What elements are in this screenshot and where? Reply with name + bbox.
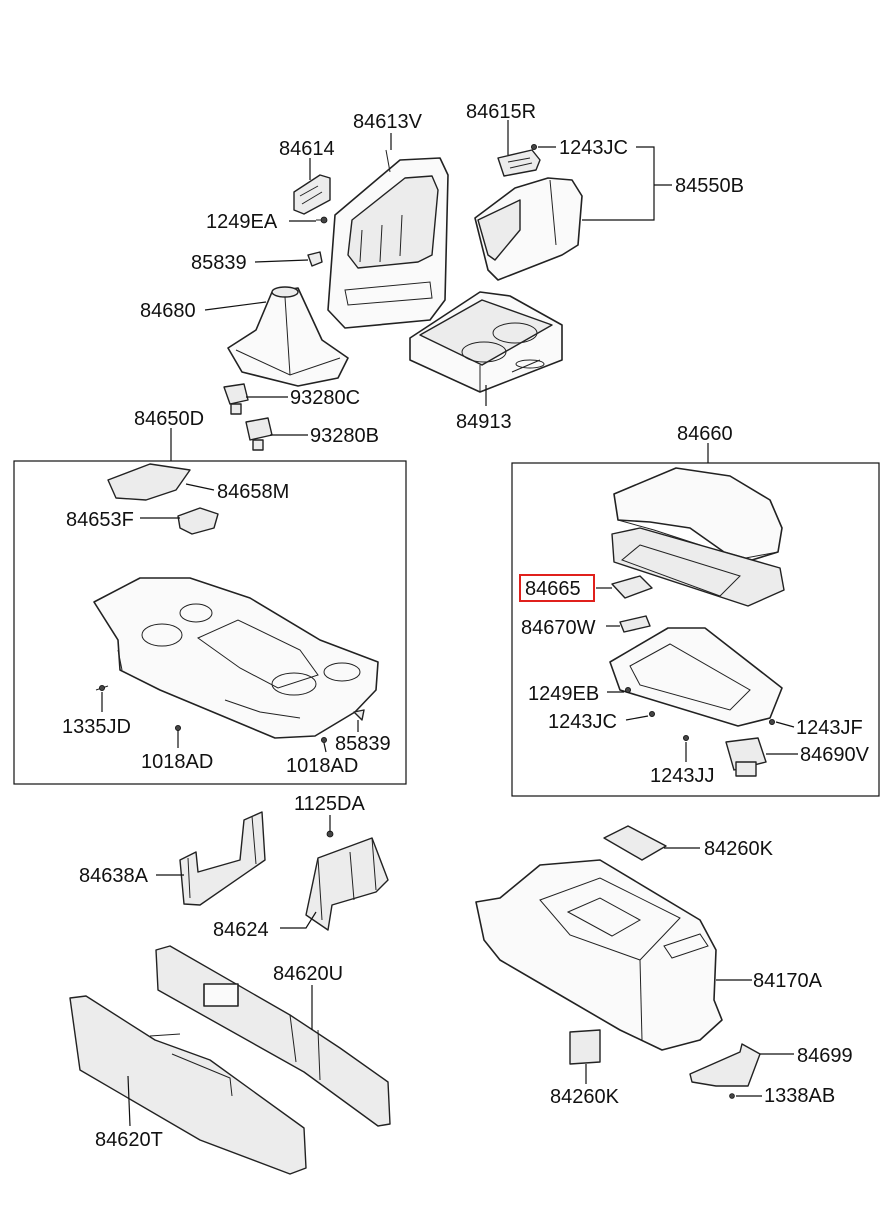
label-84699: 84699: [797, 1045, 853, 1067]
label-84913: 84913: [456, 411, 512, 433]
label-84550B: 84550B: [675, 175, 744, 197]
label-85839-mid: 85839: [335, 733, 391, 755]
screw-1249EB: [625, 687, 632, 694]
screw-1243JC-mid: [649, 711, 656, 718]
box-84650D: [13, 460, 407, 785]
label-1243JC-top: 1243JC: [559, 137, 628, 159]
bracket-84699: [689, 1043, 761, 1087]
label-84624: 84624: [213, 919, 269, 941]
label-1338AB: 1338AB: [764, 1085, 835, 1107]
clip-85839-mid: [353, 709, 365, 721]
screw-1249EA: [316, 216, 328, 224]
screw-1338AB: [729, 1093, 735, 1099]
highlight-box: [519, 574, 595, 602]
screw-1243JF: [769, 719, 776, 726]
console-84170A: [475, 859, 723, 1051]
switch-93280C: [223, 383, 249, 415]
shift-boot-84680: [227, 286, 349, 387]
label-84670W: 84670W: [521, 617, 596, 639]
label-93280B: 93280B: [310, 425, 379, 447]
label-84170A: 84170A: [753, 970, 823, 992]
label-85839-top: 85839: [191, 252, 247, 274]
leader-lines: [101, 120, 798, 1127]
screw-1335JD: [95, 685, 109, 692]
label-84653F: 84653F: [66, 509, 134, 531]
label-1018AD-a: 1018AD: [141, 751, 213, 773]
label-1249EB: 1249EB: [528, 683, 599, 705]
label-1243JF: 1243JF: [796, 717, 863, 739]
label-84260K-top: 84260K: [704, 838, 774, 860]
label-1018AD-b: 1018AD: [286, 755, 358, 777]
box-84660: [511, 462, 880, 797]
clip-85839-top: [307, 251, 323, 267]
label-84260K-top: [603, 825, 667, 861]
mat-84658M: [107, 463, 191, 501]
screw-1018AD-b: [320, 737, 327, 744]
plate-84665: [611, 575, 653, 599]
bracket-84624: [305, 837, 389, 931]
panel-84620U: [155, 945, 391, 1127]
label-84650D: 84650D: [134, 408, 204, 430]
label-1243JJ: 1243JJ: [650, 765, 715, 787]
label-84620U: 84620U: [273, 963, 343, 985]
bracket-84614: [293, 174, 331, 215]
armrest-base-plate: [611, 527, 785, 607]
label-1243JC-mid: 1243JC: [548, 711, 617, 733]
label-84615R: 84615R: [466, 101, 536, 123]
label-84665: 84665: [525, 578, 581, 600]
label-84690V: 84690V: [800, 744, 870, 766]
label-1249EA: 1249EA: [206, 211, 278, 233]
screw-1243JC-top: [531, 143, 538, 150]
part-labels: 84613V 84615R 84614 1243JC 84550B 1249EA…: [62, 101, 870, 1151]
screw-1243JJ: [683, 735, 690, 742]
bracket-84638A: [179, 811, 266, 906]
cupholder-84913: [409, 291, 563, 393]
label-84260K-bot: 84260K: [550, 1086, 620, 1108]
switch-93280B: [245, 417, 273, 451]
screw-1018AD-a: [174, 725, 181, 732]
armrest-frame: [609, 627, 783, 727]
label-1335JD: 1335JD: [62, 716, 131, 738]
label-84260K-bot: [569, 1029, 601, 1065]
label-93280C: 93280C: [290, 387, 360, 409]
label-1125DA: 1125DA: [294, 793, 365, 815]
label-84658M: 84658M: [217, 481, 289, 503]
label-84620T: 84620T: [95, 1129, 163, 1151]
panel-84620T: [69, 995, 307, 1175]
label-84614: 84614: [279, 138, 335, 160]
label-84660: 84660: [677, 423, 733, 445]
label-84680: 84680: [140, 300, 196, 322]
knob-84653F: [177, 507, 219, 535]
bezel-84613V: [327, 149, 449, 329]
label-84613V: 84613V: [353, 111, 423, 133]
cover-84550B: [474, 177, 583, 281]
label-84638A: 84638A: [79, 865, 149, 887]
latch-84690V: [725, 737, 767, 777]
console-panel: [93, 577, 379, 739]
bracket-84615R: [497, 149, 541, 177]
pad-84670W: [619, 615, 651, 633]
